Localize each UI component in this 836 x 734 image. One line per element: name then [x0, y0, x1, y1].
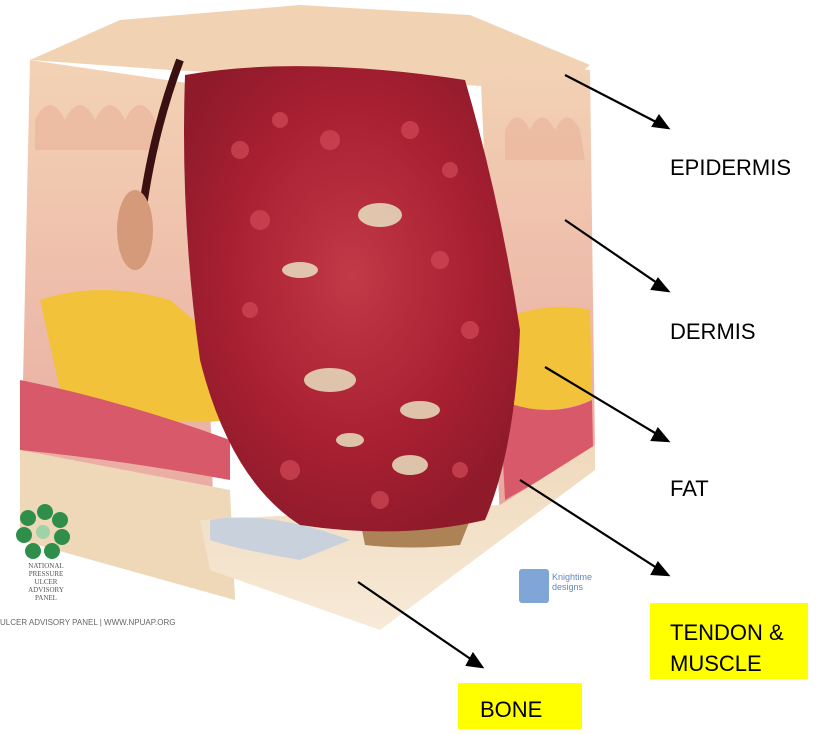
npuap-footer: ULCER ADVISORY PANEL | WWW.NPUAP.ORG: [0, 618, 175, 627]
org-line: PRESSURE: [14, 570, 78, 578]
knightime-brand: Knightime designs: [552, 572, 592, 592]
arrow-head-tendon-muscle: [652, 563, 668, 575]
label-dermis: DERMIS: [670, 319, 756, 345]
brand-line2: designs: [552, 582, 592, 592]
org-line: ADVISORY: [14, 586, 78, 594]
label-tendon-line2: MUSCLE: [670, 648, 808, 679]
org-line: NATIONAL: [14, 562, 78, 570]
label-tendon-line1: TENDON &: [670, 617, 808, 648]
label-epidermis: EPIDERMIS: [670, 155, 791, 181]
label-fat: FAT: [670, 476, 709, 502]
brand-line1: Knightime: [552, 572, 592, 582]
org-line: ULCER: [14, 578, 78, 586]
arrow-head-epidermis: [653, 116, 668, 128]
arrow-head-bone: [467, 654, 482, 667]
knightime-logo-icon: [519, 569, 549, 603]
wound-crater: [184, 66, 520, 531]
label-tendon-muscle: TENDON & MUSCLE: [650, 603, 808, 679]
arrow-tendon-muscle: [520, 480, 660, 570]
arrow-head-fat: [652, 429, 668, 441]
label-bone: BONE: [458, 683, 582, 729]
hair-bulb: [117, 190, 153, 270]
npuap-org-name: NATIONAL PRESSURE ULCER ADVISORY PANEL: [14, 562, 78, 602]
org-line: PANEL: [14, 594, 78, 602]
